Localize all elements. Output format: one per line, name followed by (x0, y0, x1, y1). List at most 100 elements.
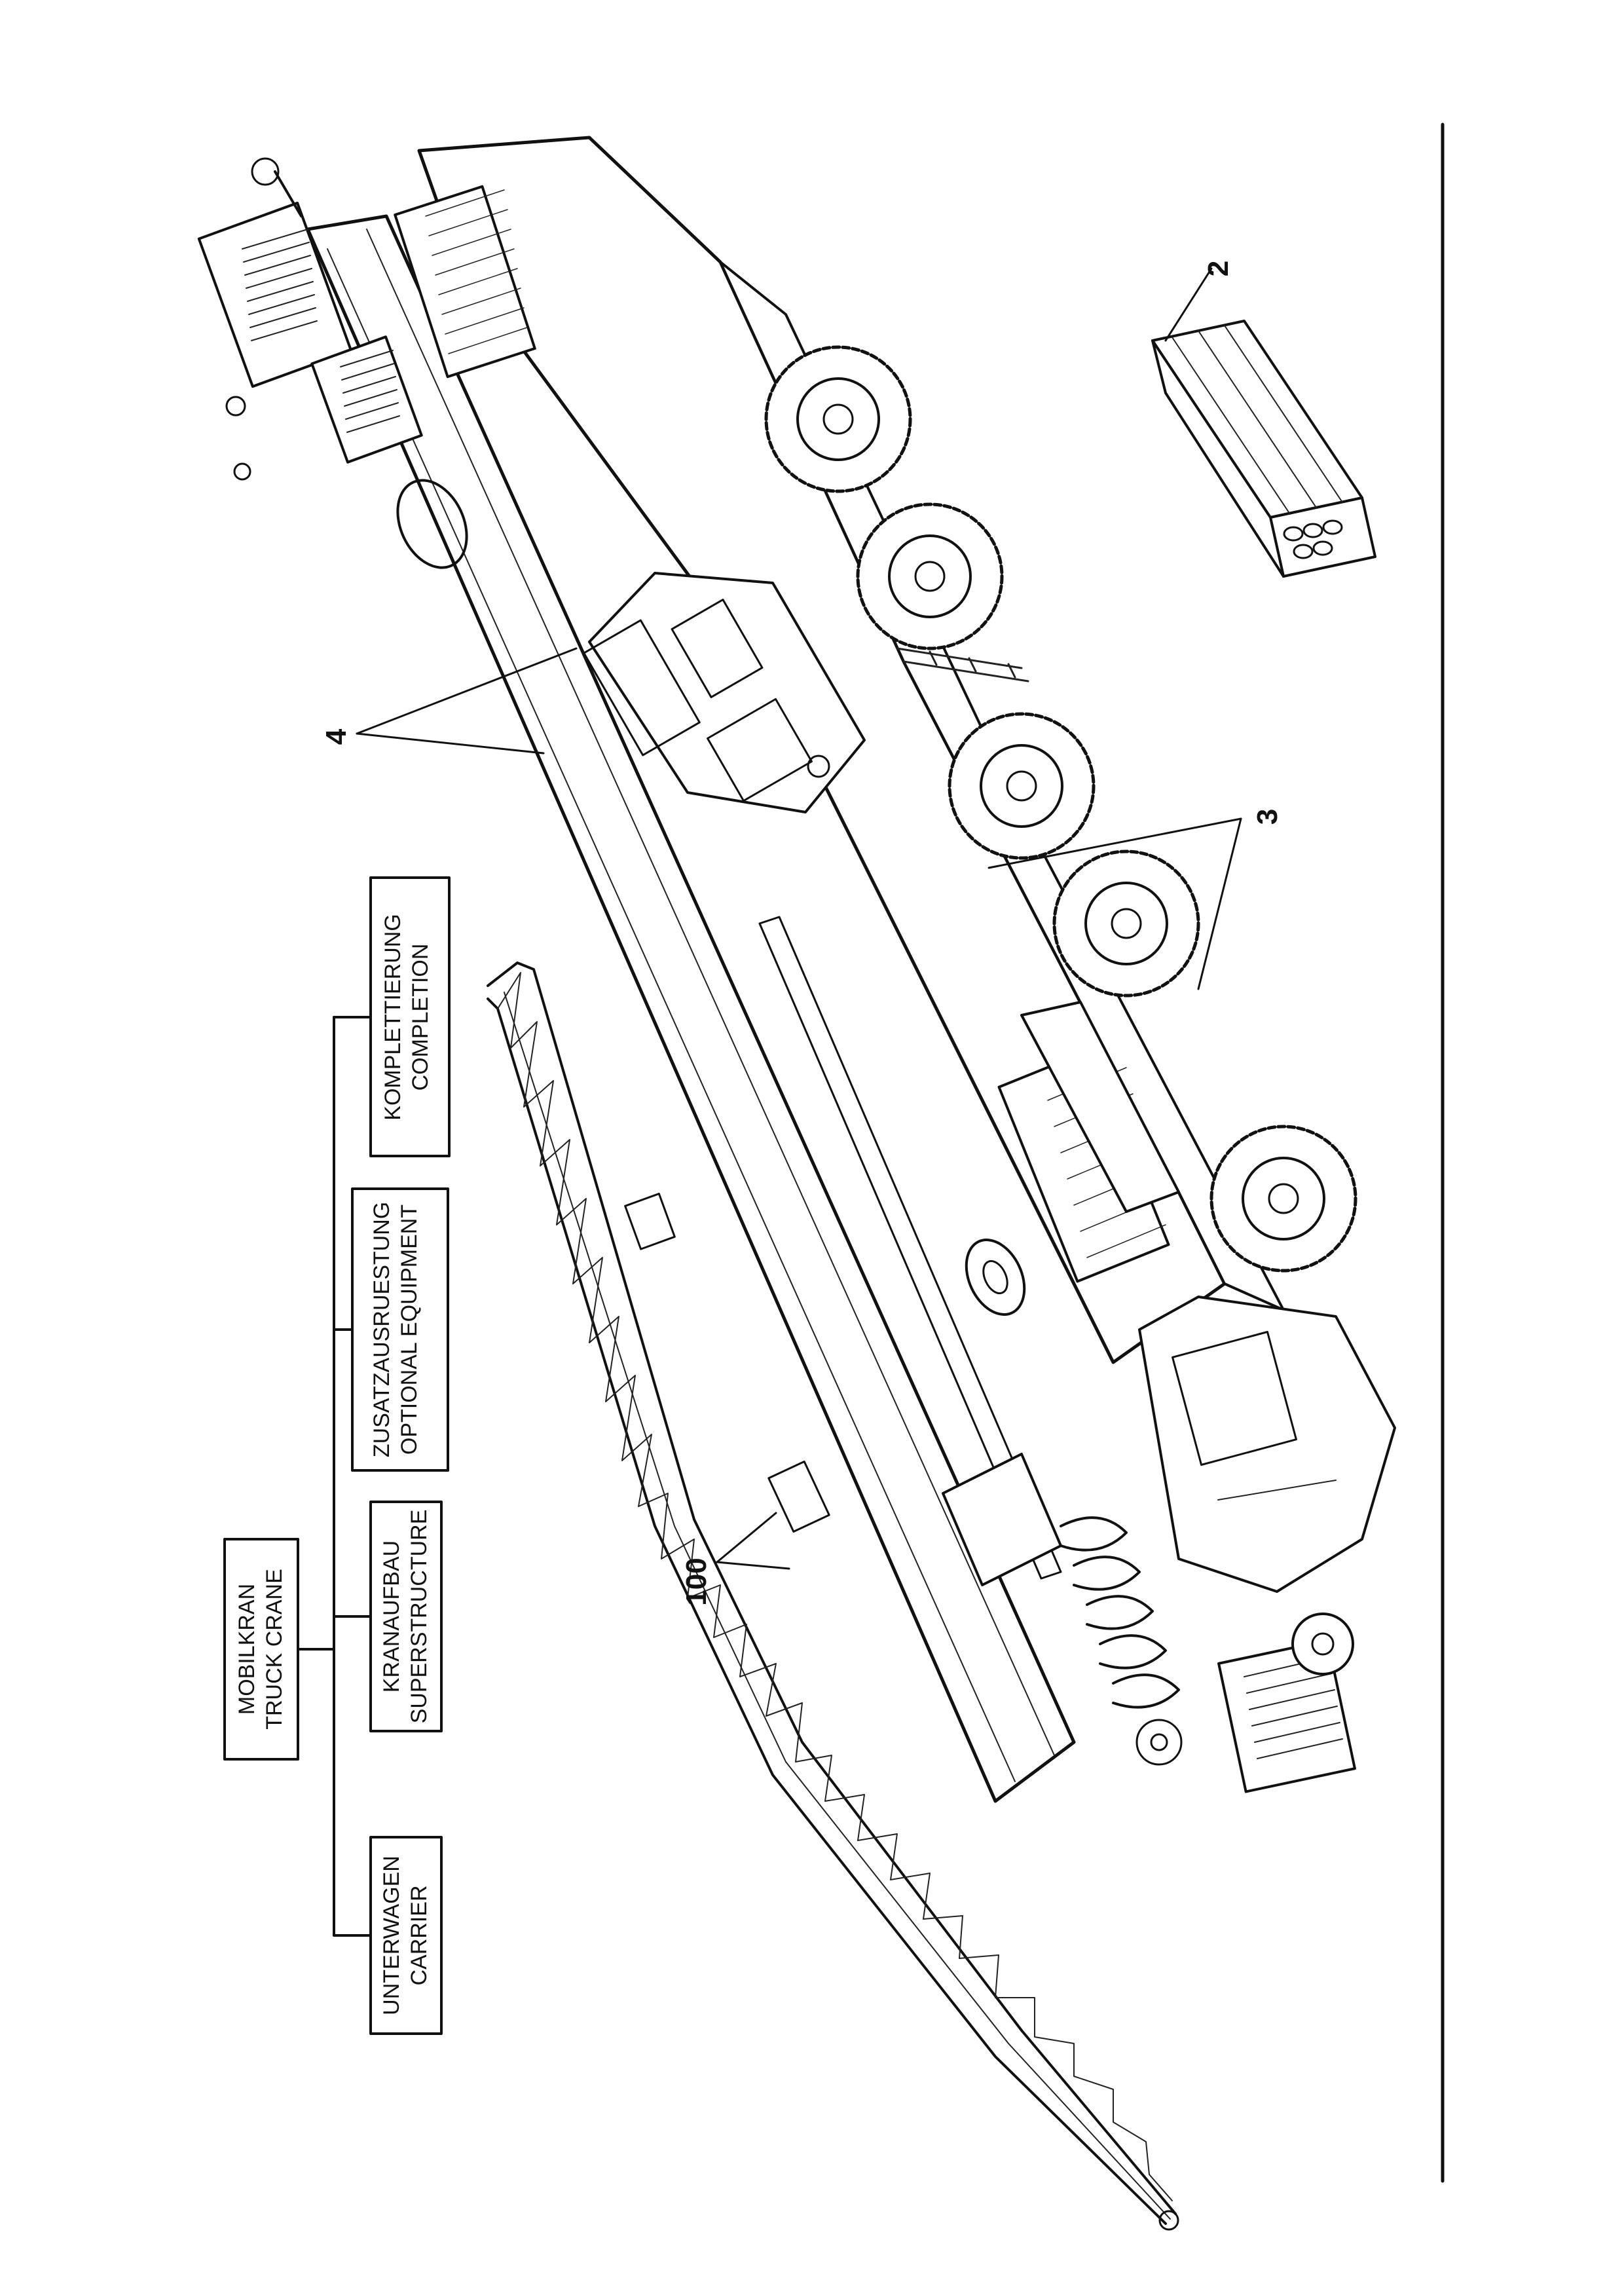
jib-chord-top (487, 961, 1177, 2215)
wheel-axle-2 (856, 502, 1004, 650)
rim-5 (1242, 1157, 1325, 1241)
rim-3 (980, 744, 1063, 828)
slewing-ring-sheave (1135, 1719, 1183, 1766)
equipment-box-ridges (1172, 325, 1343, 515)
callout-100-label: 100 (680, 1558, 712, 1605)
wheel-axle-3 (948, 712, 1096, 860)
boom-inner-section-slot (758, 916, 1062, 1580)
crane-operator-cab (583, 572, 866, 813)
callout-4-leader-a (356, 647, 578, 735)
superstructure-rear (942, 1453, 1356, 1793)
winch-drum-upper-coil (340, 350, 400, 433)
main-winch-housing (1217, 1639, 1356, 1793)
boom-head-sheave (251, 157, 280, 186)
driver-cab-body (1138, 1296, 1396, 1593)
boom-head-rod (274, 170, 303, 217)
boom-head-assembly (197, 157, 423, 481)
jib-joint-block-lower (767, 1461, 830, 1533)
tire-3 (948, 712, 1096, 860)
tree-child-superstructure-line2: SUPERSTRUCTURE (407, 1510, 432, 1724)
cab-window-side (671, 599, 764, 698)
tire-2 (856, 502, 1004, 650)
tree-child-superstructure-box (369, 1501, 443, 1732)
boom-head-coil (242, 229, 318, 341)
callout-3: 3 (987, 809, 1283, 990)
slewing-ring-hub (1150, 1733, 1168, 1751)
cab-body (588, 572, 866, 813)
boom-head-cutout (396, 479, 468, 569)
main-boom (306, 214, 1076, 1803)
hub-1 (822, 403, 854, 435)
tree-child-optional-line2: OPTIONAL EQUIPMENT (397, 1204, 422, 1455)
rim-4 (1084, 882, 1168, 965)
wheel-axle-4 (1052, 849, 1200, 998)
boom-head-pin-left (225, 396, 246, 417)
hub-2 (914, 561, 946, 592)
callout-3-leader-b (1197, 817, 1242, 990)
boom-side-line (366, 229, 1055, 1756)
boom-head-frame (197, 201, 353, 388)
callout-3-label: 3 (1251, 809, 1283, 825)
callout-100-leader-a (716, 1512, 777, 1563)
hub-3 (1006, 770, 1037, 802)
tree-child-carrier-line2: CARRIER (407, 1885, 432, 1985)
jib-chord-middle (504, 992, 1171, 2220)
boom-luffing-clamps (1060, 1516, 1180, 1709)
callout-3-leader-a (987, 817, 1242, 869)
carrier-driver-cab (1138, 1296, 1396, 1593)
outrigger-beam (1020, 1001, 1180, 1213)
callout-4: 4 (320, 647, 578, 755)
tree-child-superstructure-line1: KRANAUFBAU (379, 1540, 404, 1692)
tree-child-optional-box (351, 1187, 449, 1472)
hoist-gear-wheel (1291, 1613, 1354, 1675)
driver-cab-step (1217, 1480, 1337, 1501)
hierarchy-tree: MOBILKRAN TRUCK CRANE UNTERWAGEN CARRIER… (223, 876, 451, 2035)
hub-4 (1111, 908, 1142, 939)
callout-100: 100 (680, 1512, 790, 1606)
tire-1 (764, 345, 912, 493)
engine-grille (394, 185, 536, 379)
jib-lattice-bracing (497, 972, 1173, 2201)
hook-reel (965, 1239, 1026, 1316)
tree-child-completion-line1: KOMPLETTIERUNG (380, 914, 405, 1120)
carrier-ladder (896, 647, 1029, 682)
hook-reel-drum (965, 1239, 1026, 1316)
tire-4 (1052, 849, 1200, 998)
callout-2-leader (1164, 267, 1213, 342)
tree-root-line2: TRUCK CRANE (262, 1569, 287, 1730)
boom-head-pin-right (233, 462, 251, 481)
equipment-box-side (1151, 339, 1285, 578)
tire-5 (1209, 1125, 1357, 1273)
lattice-jib-illustration (487, 961, 1179, 2231)
cab-mirror (807, 755, 830, 778)
callout-4-label: 4 (320, 728, 352, 745)
truck-crane-illustration (197, 136, 1396, 1803)
jib-tip-pulley (1158, 2210, 1179, 2231)
boom-edge-highlight (327, 248, 1016, 1782)
tree-child-completion-line2: COMPLETION (408, 944, 433, 1091)
hook-reel-inner (982, 1259, 1008, 1295)
rim-1 (796, 377, 880, 461)
tree-child-carrier-line1: UNTERWAGEN (379, 1856, 404, 2015)
rim-2 (888, 534, 972, 618)
cab-window-front (583, 619, 701, 756)
jib-joint-block-upper (624, 1193, 676, 1250)
jib-chord-bottom (487, 998, 1167, 2225)
tree-child-optional-line1: ZUSATZAUSRUESTUNG (369, 1202, 394, 1457)
tree-child-carrier-box (369, 1836, 443, 2035)
engine-grille-mesh (425, 189, 528, 354)
callout-2: 2 (1164, 261, 1234, 342)
callout-4-leader-b (356, 732, 545, 755)
wheel-axle-1 (764, 345, 912, 493)
hoist-gear-hub (1311, 1632, 1335, 1656)
tree-root-line1: MOBILKRAN (234, 1584, 259, 1715)
equipment-box-tubes (1283, 519, 1343, 559)
main-winch-coil (1244, 1656, 1343, 1759)
cab-window-rear (707, 698, 813, 802)
hub-5 (1268, 1183, 1299, 1214)
tree-child-completion-box (369, 876, 451, 1157)
driver-cab-window (1172, 1330, 1297, 1466)
wheel-axle-5 (1209, 1125, 1357, 1273)
callout-100-leader-b (716, 1561, 790, 1570)
